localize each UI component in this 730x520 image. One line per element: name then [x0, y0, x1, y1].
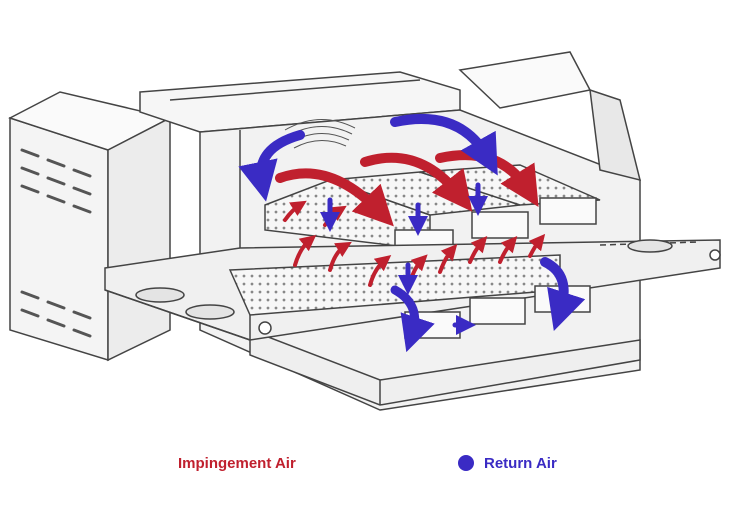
impingement-arrow-upper-2 — [360, 152, 473, 212]
legend-return-air: Return Air — [458, 452, 557, 474]
legend-impingement-air: Impingement Air — [178, 452, 296, 474]
impingement-arrow-small-6 — [468, 235, 488, 264]
impingement-arrow-upper-1 — [275, 168, 394, 227]
control-box-vents — [20, 148, 92, 338]
impingement-arrow-small-7 — [498, 235, 518, 264]
impingement-arrow-small-5 — [438, 243, 458, 274]
return-arrow-top-right — [390, 114, 498, 176]
conveyor-oven-airflow-diagram — [8, 51, 721, 411]
impingement-arrow-small-3 — [368, 254, 392, 287]
control-box — [8, 91, 173, 362]
impingement-air-label: Impingement Air — [178, 454, 296, 472]
fan-housing — [284, 119, 356, 149]
impingement-arrow-small-2 — [328, 241, 352, 272]
impingement-arrow-small-1 — [293, 234, 317, 267]
return-air-arrows — [238, 114, 586, 353]
oven-base-tray — [249, 328, 641, 406]
return-arrow-right — [540, 257, 586, 332]
return-arrow-top-left — [238, 130, 305, 202]
return-air-label: Return Air — [484, 454, 557, 472]
impingement-arrow-small-8 — [528, 233, 546, 258]
impingement-arrow-small-9 — [283, 200, 307, 222]
return-air-dot-icon — [458, 455, 474, 471]
